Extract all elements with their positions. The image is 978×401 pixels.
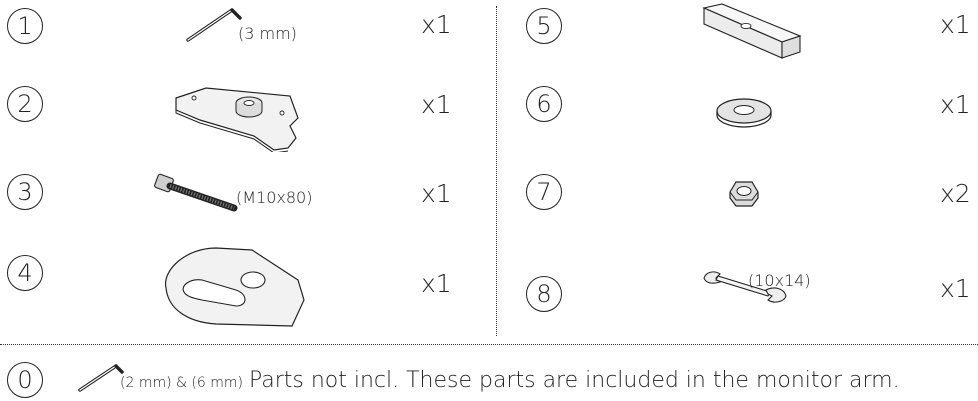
- part-6-qty: x1: [940, 90, 971, 119]
- footer-divider: [0, 344, 978, 345]
- hex-key-icon: [78, 364, 124, 392]
- part-1-number: 1: [7, 8, 43, 44]
- part-2-number: 2: [7, 86, 43, 122]
- part-3-qty: x1: [421, 179, 452, 208]
- part-5-number: 5: [526, 8, 562, 44]
- part-7-qty: x2: [940, 179, 971, 208]
- part-6-number: 6: [526, 86, 562, 122]
- part-1-spec: (3 mm): [238, 24, 297, 43]
- part-8-number: 8: [526, 276, 562, 312]
- nut-icon: [729, 181, 759, 207]
- part-7-number: 7: [526, 174, 562, 210]
- mounting-plate-icon: [175, 87, 299, 152]
- wrench-icon: [703, 271, 787, 303]
- part-4-qty: x1: [421, 269, 452, 298]
- column-divider: [496, 6, 497, 336]
- footer-spec: (2 mm) & (6 mm): [120, 375, 243, 391]
- part-8-spec: (10x14): [748, 271, 811, 290]
- part-1-qty: x1: [421, 10, 452, 39]
- hex-key-icon: [186, 8, 242, 42]
- part-0-number: 0: [7, 362, 43, 398]
- washer-icon: [716, 98, 772, 128]
- part-3-spec: (M10x80): [236, 188, 313, 207]
- part-8-qty: x1: [940, 274, 971, 303]
- footer-note: (2 mm) & (6 mm) Parts not incl. These pa…: [120, 368, 900, 393]
- part-3-number: 3: [7, 174, 43, 210]
- bolt-icon: [154, 173, 238, 212]
- footer-text: Parts not incl. These parts are included…: [248, 368, 900, 393]
- block-icon: [702, 3, 802, 59]
- part-2-qty: x1: [421, 90, 452, 119]
- part-4-number: 4: [7, 255, 43, 291]
- slotted-plate-icon: [165, 247, 305, 327]
- part-5-qty: x1: [940, 10, 971, 39]
